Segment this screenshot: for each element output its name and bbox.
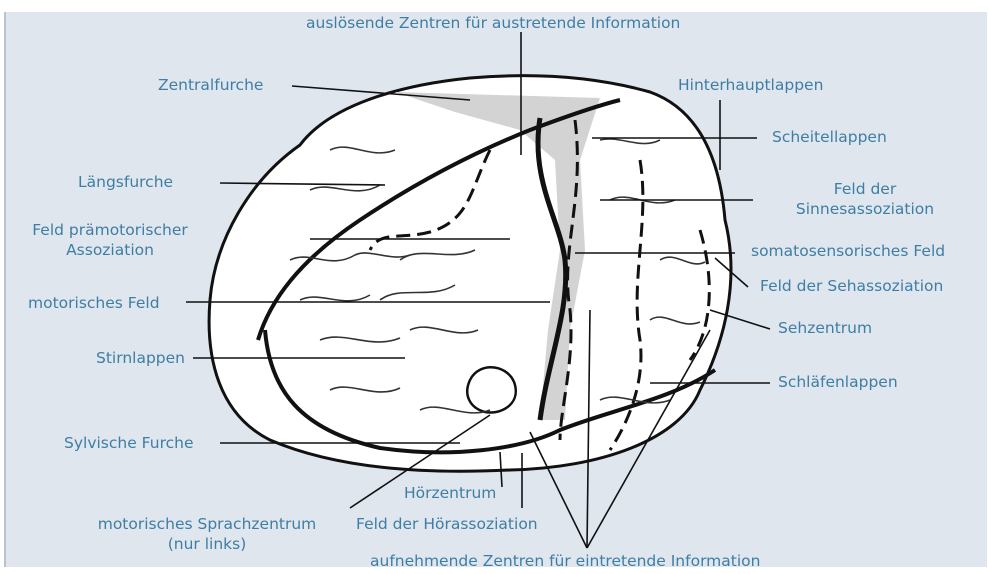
label-zentralfurche: Zentralfurche [158, 75, 263, 95]
label-hinterhauptlappen: Hinterhauptlappen [678, 75, 823, 95]
label-line: Sinnesassoziation [790, 199, 940, 219]
label-line: (nur links) [82, 534, 332, 554]
label-motorisches-feld: motorisches Feld [28, 293, 160, 313]
label-line: Assoziation [22, 240, 198, 260]
label-sylvische-furche: Sylvische Furche [64, 433, 194, 453]
label-feld-der-hoerassoziation: Feld der Hörassoziation [356, 514, 538, 534]
label-schlaefenlappen: Schläfenlappen [778, 372, 898, 392]
label-stirnlappen: Stirnlappen [96, 348, 185, 368]
label-feld-der-sehassoziation: Feld der Sehassoziation [760, 276, 943, 296]
label-feld-praemotorischer-assoziation: Feld prämotorischer Assoziation [22, 220, 198, 260]
label-feld-der-sinnesassoziation: Feld der Sinnesassoziation [790, 179, 940, 219]
label-laengsfurche: Längsfurche [78, 172, 173, 192]
label-ausloesende-zentren: auslösende Zentren für austretende Infor… [306, 13, 680, 33]
label-line: Feld prämotorischer [22, 220, 198, 240]
label-motorisches-sprachzentrum: motorisches Sprachzentrum (nur links) [82, 514, 332, 554]
label-hoerzentrum: Hörzentrum [404, 483, 496, 503]
label-line: motorisches Sprachzentrum [82, 514, 332, 534]
label-somatosensorisches-feld: somatosensorisches Feld [751, 241, 945, 261]
label-aufnehmende-zentren: aufnehmende Zentren für eintretende Info… [370, 551, 760, 571]
label-line: Feld der [790, 179, 940, 199]
label-scheitellappen: Scheitellappen [772, 127, 887, 147]
label-sehzentrum: Sehzentrum [778, 318, 872, 338]
